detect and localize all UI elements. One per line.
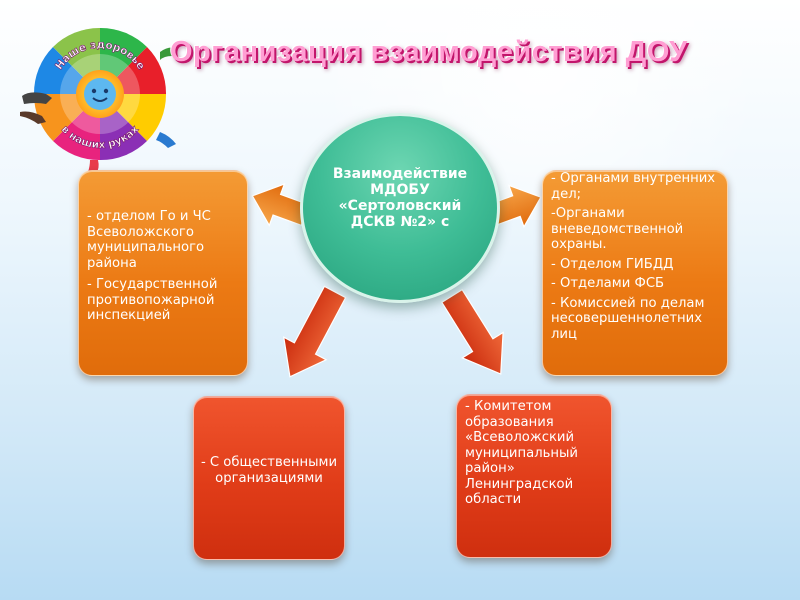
right-box-item: -Органами вневедомственной охраны. bbox=[551, 206, 684, 252]
bottom-left-box-text: - С общественными организациями bbox=[200, 455, 338, 486]
logo-emblem: Наше здоровье в наших руках bbox=[20, 27, 176, 174]
left-box: - отделом Го и ЧС Всеволожского муниципа… bbox=[78, 170, 248, 376]
center-circle: Взаимодействие МДОБУ «Сертоловский ДСКВ … bbox=[300, 113, 500, 303]
page-title: Организация взаимодействия ДОУ bbox=[170, 36, 688, 68]
arrow-bottom-left bbox=[282, 285, 347, 378]
bottom-right-box: - Комитетом образования «Всеволожский му… bbox=[456, 394, 612, 558]
arrow-bottom-right bbox=[440, 288, 504, 375]
center-text: Взаимодействие МДОБУ «Сертоловский ДСКВ … bbox=[332, 166, 468, 230]
right-box-item: - Отделами ФСБ bbox=[551, 276, 665, 291]
right-box: - Органами внутренних дел; -Органами вне… bbox=[542, 170, 728, 376]
right-box-item: - Органами внутренних дел; bbox=[551, 171, 716, 202]
left-box-item: - Государственной противопожарной инспек… bbox=[87, 277, 218, 323]
right-box-item: - Комиссией по делам несовершеннолетних … bbox=[551, 295, 705, 342]
bottom-left-box: - С общественными организациями bbox=[193, 396, 345, 560]
bottom-right-box-text: - Комитетом образования «Всеволожский му… bbox=[465, 399, 579, 507]
right-box-item: - Отделом ГИБДД bbox=[551, 256, 674, 272]
left-box-item: - отделом Го и ЧС Всеволожского муниципа… bbox=[87, 209, 211, 271]
